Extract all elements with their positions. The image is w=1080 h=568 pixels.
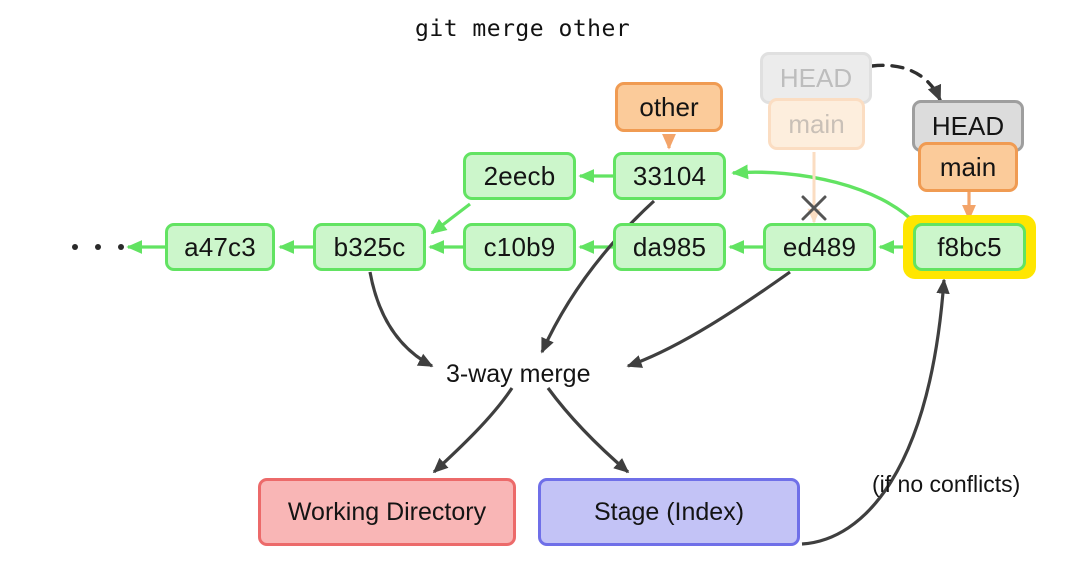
cross-mark-icon <box>801 195 827 221</box>
branch-label-main[interactable]: main <box>918 142 1018 192</box>
ellipsis-dot <box>118 244 124 250</box>
commit-node-b325c[interactable]: b325c <box>313 223 426 271</box>
edge-f8bc5-to-33104 <box>731 164 918 226</box>
commit-node-da985[interactable]: da985 <box>613 223 726 271</box>
edge-stage-to-f8bc5 <box>801 278 950 546</box>
ghost-head-label: HEAD <box>760 52 872 104</box>
ellipsis-dots <box>72 244 124 250</box>
edge-head-move <box>870 63 942 102</box>
ellipsis-dot <box>95 244 101 250</box>
edge-ed489-to-3way <box>626 270 791 368</box>
commit-node-a47c3[interactable]: a47c3 <box>165 223 275 271</box>
ellipsis-dot <box>72 244 78 250</box>
diagram-title: git merge other <box>415 16 631 42</box>
branch-label-other[interactable]: other <box>615 82 723 132</box>
edge-b325c-to-3way <box>368 271 434 368</box>
commit-node-ed489[interactable]: ed489 <box>763 223 876 271</box>
commit-node-c10b9[interactable]: c10b9 <box>463 223 576 271</box>
ghost-main-label: main <box>768 98 865 150</box>
stage-index-box[interactable]: Stage (Index) <box>538 478 800 546</box>
if-no-conflicts-note: (if no conflicts) <box>872 471 1021 497</box>
commit-node-33104[interactable]: 33104 <box>613 152 726 200</box>
working-directory-box[interactable]: Working Directory <box>258 478 516 546</box>
commit-node-2eecb[interactable]: 2eecb <box>463 152 576 200</box>
edge-3way-to-working-directory <box>432 387 514 474</box>
commit-node-f8bc5[interactable]: f8bc5 <box>913 223 1026 271</box>
edge-3way-to-stage <box>546 387 630 474</box>
three-way-merge-label: 3-way merge <box>446 360 591 388</box>
